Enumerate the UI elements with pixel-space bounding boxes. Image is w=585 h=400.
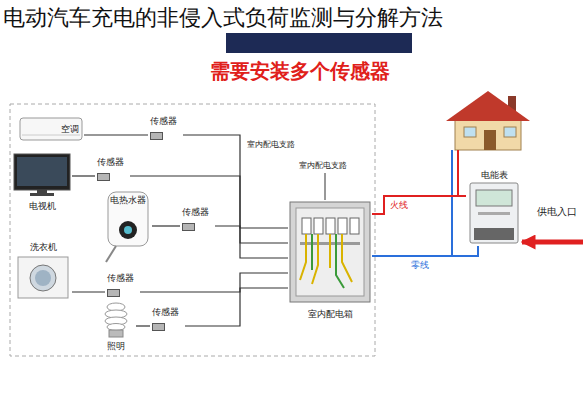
tv-frame [14, 154, 70, 190]
node-text: 供电入口 [537, 206, 577, 218]
household-region [10, 104, 375, 356]
heater-dial [119, 221, 137, 239]
breaker [302, 218, 311, 234]
node-text: 传感器 [150, 116, 177, 126]
heater-pipe [106, 246, 116, 262]
sensor-icon [97, 173, 110, 181]
signal-wire [215, 226, 288, 258]
signal-wire [130, 176, 288, 243]
ac-vent [22, 135, 80, 136]
node-text: 洗衣机 [30, 242, 57, 252]
power-wire [372, 246, 478, 256]
neutral-wire [451, 150, 453, 256]
node-text: 传感器 [97, 157, 124, 167]
panel-housing [290, 202, 370, 302]
meter-screen [476, 190, 512, 206]
water-heater [108, 192, 148, 246]
leader-line [325, 173, 326, 200]
electric-meter: 电能表 [466, 168, 522, 246]
sensor: 传感器 [150, 306, 185, 332]
sensor: 传感器 [95, 156, 130, 182]
bulb-base [109, 330, 123, 337]
node-text: 传感器 [107, 273, 134, 283]
signal-wire [72, 175, 95, 176]
panel-wires [300, 234, 352, 284]
signal-wire [152, 225, 180, 226]
house-window [464, 127, 476, 137]
house-wall [455, 118, 521, 150]
washer-door [30, 265, 56, 291]
meter-terminal [474, 228, 514, 240]
power-wire [372, 196, 466, 214]
node-text: 电热水器 [110, 195, 146, 205]
breaker [314, 218, 323, 234]
sensor: 传感器 [148, 115, 183, 141]
signal-wire [185, 288, 288, 326]
tv-stand [37, 190, 47, 193]
heater-dial-light [124, 226, 132, 234]
sensor-icon [150, 132, 163, 140]
appliance: 电视机 [12, 152, 72, 212]
sensor: 传感器 [180, 206, 215, 232]
wire-label: 零线 [410, 260, 430, 270]
supply-inlet: 供电入口 [530, 204, 583, 250]
signal-wire [136, 325, 150, 326]
appliance: 空调 [18, 116, 84, 142]
signal-wire [140, 273, 288, 292]
appliance: 洗衣机 [14, 240, 72, 300]
headline-note: 需要安装多个传感器 [209, 60, 391, 83]
bulb-coil [107, 324, 125, 331]
breaker [326, 218, 335, 234]
house-roof [446, 91, 530, 121]
power-wire [522, 240, 583, 245]
air-conditioner [20, 118, 82, 140]
node-text: 空调 [61, 124, 79, 134]
signal-wire [84, 134, 148, 135]
sensor-icon [182, 223, 195, 231]
live-wire [457, 150, 459, 196]
house-door [484, 130, 496, 150]
house-window [504, 127, 516, 137]
node-text: 电视机 [29, 201, 56, 211]
branch-label: 室内配电支路 [298, 161, 348, 170]
heading-banner [226, 33, 412, 53]
breaker [338, 218, 347, 234]
sensor-icon [107, 289, 120, 297]
appliance: 电热水器 [104, 190, 152, 252]
panel-wires [312, 234, 344, 288]
breaker [350, 218, 359, 234]
page-title: 电动汽车充电的非侵入式负荷监测与分解方法 [3, 5, 443, 30]
meter-detail [478, 212, 510, 215]
node-text: 室内配电箱 [308, 309, 353, 319]
meter-body [470, 183, 518, 243]
panel-inner [296, 208, 364, 296]
node-text: 照明 [107, 341, 125, 351]
branch-label: 室内配电支路 [246, 140, 296, 149]
sensor-icon [152, 323, 165, 331]
tv-screen [17, 157, 67, 186]
washing-machine [18, 257, 68, 298]
wire-label: 火线 [389, 200, 409, 210]
washer-glass [35, 270, 51, 286]
signal-wire [72, 291, 105, 292]
node-text: 传感器 [152, 307, 179, 317]
distribution-box: 室内配电箱 [288, 200, 372, 322]
appliance: 照明 [96, 300, 136, 352]
sensor: 传感器 [105, 272, 140, 298]
node-text: 电能表 [481, 170, 508, 180]
node-text: 传感器 [182, 207, 209, 217]
tv-base [30, 193, 54, 196]
